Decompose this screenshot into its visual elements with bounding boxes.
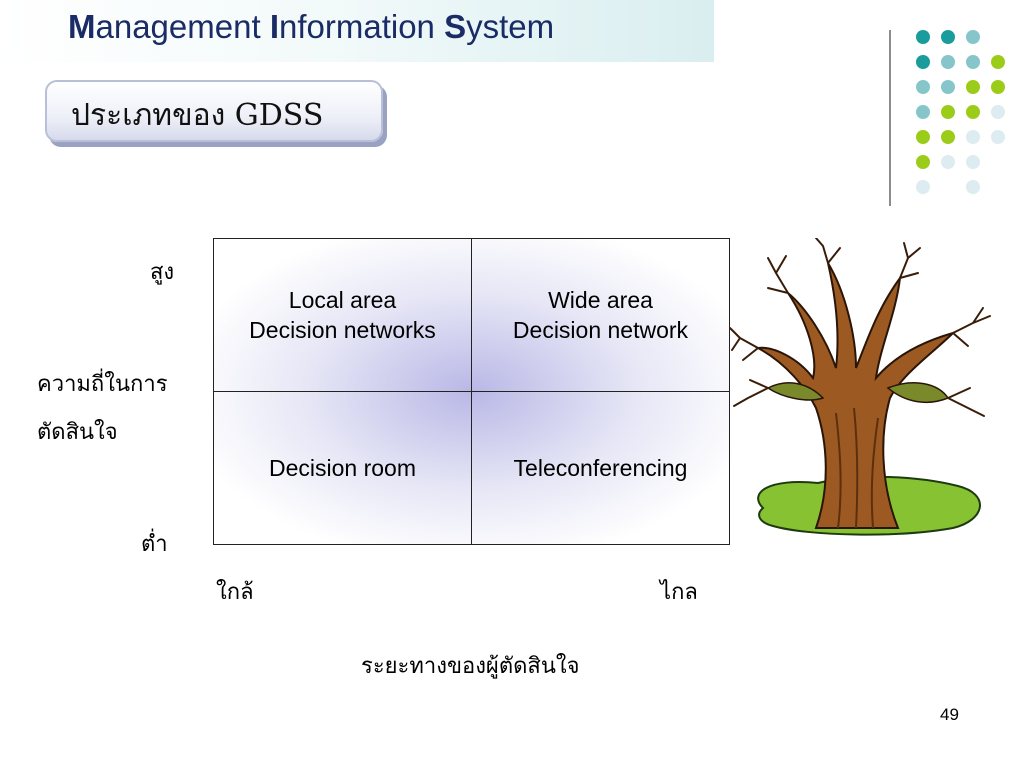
title-letter-i: I [269, 8, 279, 45]
decor-dot [966, 80, 980, 94]
decor-dot [941, 55, 955, 69]
subtitle-box: ประเภทของ GDSS [45, 80, 383, 142]
decor-dot [916, 55, 930, 69]
decor-dot [916, 180, 930, 194]
decor-dot [916, 130, 930, 144]
decor-dot [966, 55, 980, 69]
title-word-anagement: anagement [95, 8, 270, 45]
cell-teleconferencing-label: Teleconferencing [513, 455, 688, 481]
decor-dot [941, 155, 955, 169]
decor-dot [966, 155, 980, 169]
decor-dot [991, 80, 1005, 94]
cell-decision-room: Decision room [214, 392, 472, 544]
x-axis-near: ใกล้ [216, 580, 254, 605]
y-axis-label-line1: ความถี่ในการ [37, 372, 168, 397]
title-band [0, 0, 714, 62]
title-letter-s: S [444, 8, 467, 45]
decor-dot [991, 55, 1005, 69]
decor-dot [991, 130, 1005, 144]
y-axis-high: สูง [150, 260, 175, 285]
decor-dot [966, 105, 980, 119]
cell-decision-room-label: Decision room [269, 455, 416, 481]
cell-local-area-line2: Decision networks [249, 317, 436, 343]
page-number: 49 [940, 705, 959, 724]
cell-teleconferencing: Teleconferencing [472, 392, 729, 544]
x-axis-far: ไกล [660, 580, 698, 605]
cell-wide-area-line2: Decision network [512, 317, 689, 343]
title-letter-m: M [68, 8, 96, 45]
slide-title: Management Information System [68, 8, 554, 46]
decor-dot [966, 30, 980, 44]
y-axis-label-line2: ตัดสินใจ [37, 420, 118, 445]
decor-dot [916, 155, 930, 169]
title-word-ystem: ystem [466, 8, 555, 45]
decor-dot [916, 80, 930, 94]
x-axis-label: ระยะทางของผู้ตัดสินใจ [361, 654, 580, 679]
decor-dot [966, 180, 980, 194]
decor-dot [916, 105, 930, 119]
decor-dot [916, 30, 930, 44]
baobab-tree-illustration [729, 238, 991, 536]
decor-dot [941, 80, 955, 94]
decor-dot [991, 105, 1005, 119]
vertical-divider [889, 30, 891, 206]
decor-dot [941, 30, 955, 44]
slide-subtitle: ประเภทของ GDSS [71, 98, 324, 133]
decor-dot [941, 130, 955, 144]
y-axis-low: ต่ำ [141, 532, 168, 557]
title-word-nformation: nformation [278, 8, 445, 45]
cell-wide-area-line1: Wide area [548, 287, 653, 313]
decor-dot [966, 130, 980, 144]
decor-dot [941, 105, 955, 119]
cell-local-area-line1: Local area [288, 287, 397, 313]
